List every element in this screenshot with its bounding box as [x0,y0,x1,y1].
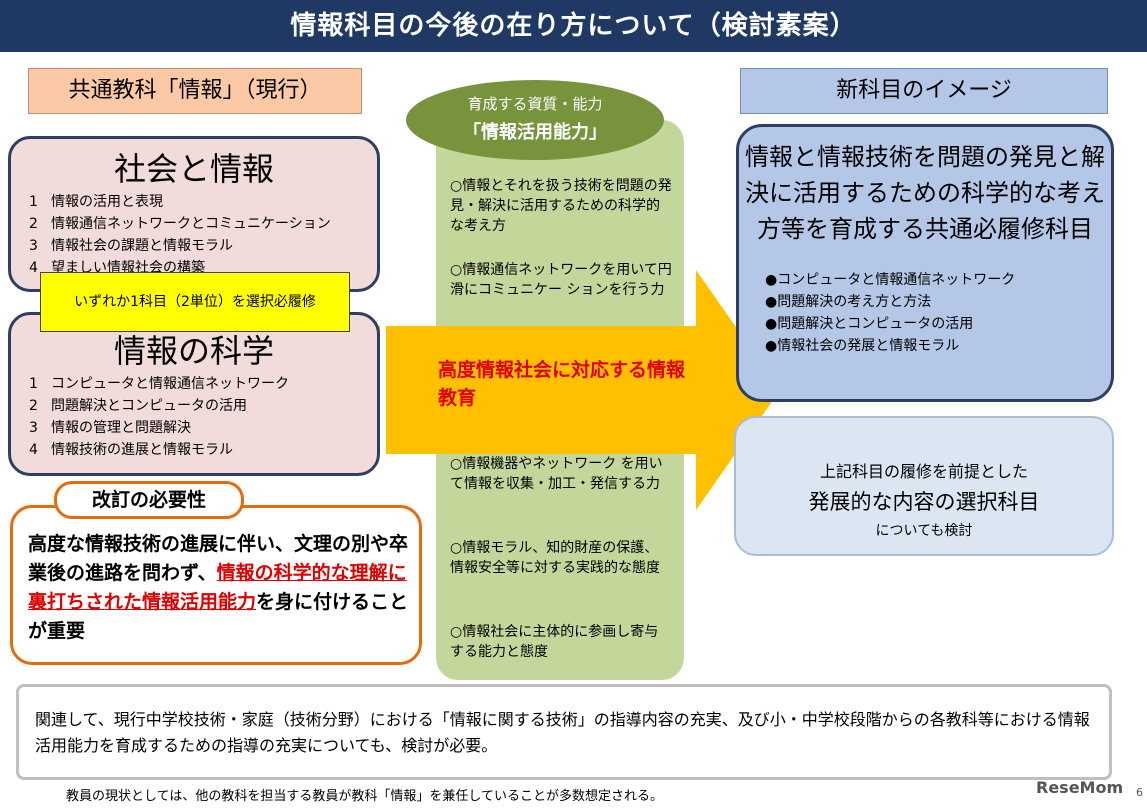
new-subject-topic: ●問題解決とコンピュータの活用 [765,316,974,332]
arrow-caption: 高度情報社会に対応する情報教育 [438,359,686,409]
elective-title: 発展的な内容の選択科目 [808,490,1040,514]
revision-necessity-label: 改訂の必要性 [54,481,244,519]
new-subject-headline: 情報と情報技術を問題の発見と解決に活用するための科学的な考え方等を育成する共通必… [745,143,1105,243]
competency-item: ○情報社会に主体的に参画し寄与する能力と態度 [450,624,659,660]
current-curriculum-label: 共通教科「情報」（現行） [28,68,362,114]
new-subject-topic: ●コンピュータと情報通信ネットワーク [765,272,1016,288]
highlighted-text: 情報の科学的な理解に裏打ちされた情報活用能力 [28,562,407,613]
competency-subtitle: 育成する資質・能力 [467,95,603,113]
related-note-text: 関連して、現行中学校技術・家庭（技術分野）における「情報に関する技術」の指導内容… [35,710,1090,755]
new-subject-label: 新科目のイメージ [740,68,1108,114]
footnote: 教員の現状としては、他の教科を担当する教員が教科「情報」を兼任していることが多数… [66,789,663,804]
competency-item: ○情報機器やネットワーク を用いて情報を収集・加工・発信する力 [450,456,663,492]
competency-item: ○情報とそれを扱う技術を問題の発見・解決に活用するための科学的な考え方 [450,178,672,234]
resemom-logo: ReseMom [1036,778,1124,797]
revision-necessity-text: 高度な情報技術の進展に伴い、文理の別や卒業後の進路を問わず、情報の科学的な理解に… [28,533,409,642]
new-subject-topic-list: ●コンピュータと情報通信ネットワーク ●問題解決の考え方と方法 ●問題解決とコン… [765,269,1111,357]
competency-item: ○情報モラル、知的財産の保護、情報安全等に対する実践的な態度 [450,540,660,576]
elective-subject-box: 上記科目の履修を前提とした 発展的な内容の選択科目 についても検討 [734,416,1114,556]
subject-title: 情報の科学 [113,332,274,370]
new-subject-topic: ●問題解決の考え方と方法 [765,294,932,310]
elective-line: についても検討 [875,523,973,539]
subject-title: 社会と情報 [113,150,274,188]
page-title: 情報科目の今後の在り方について（検討素案） [0,0,1147,52]
new-subject-topic: ●情報社会の発展と情報モラル [765,338,960,354]
new-required-subject-box: 情報と情報技術を問題の発見と解決に活用するための科学的な考え方等を育成する共通必… [736,124,1114,402]
selection-requirement-note: いずれか1科目（2単位）を選択必履修 [40,272,350,332]
competency-item: ○情報通信ネットワークを用いて円滑にコミュニケー ションを行う力 [450,262,672,298]
elective-line: 上記科目の履修を前提とした [819,462,1028,481]
page-number: 6 [1136,786,1143,799]
related-note-box: 関連して、現行中学校技術・家庭（技術分野）における「情報に関する技術」の指導内容… [16,684,1112,780]
competency-title: 「情報活用能力」 [463,122,607,143]
competency-header-oval: 育成する資質・能力 「情報活用能力」 [406,80,664,160]
